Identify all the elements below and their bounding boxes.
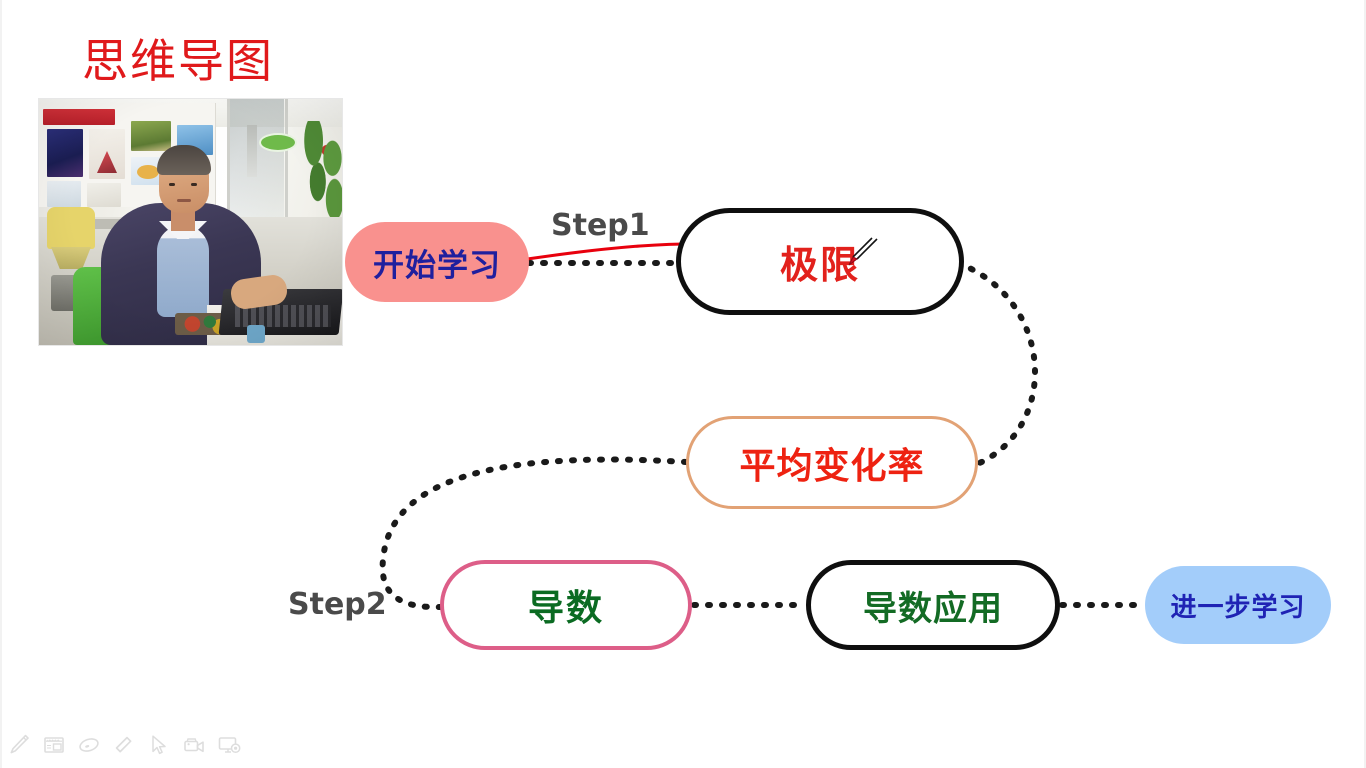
video-vignette <box>39 99 342 345</box>
video-green-sign <box>261 135 295 150</box>
step2-label: Step2 <box>288 587 387 622</box>
video-person-eye <box>191 183 197 186</box>
cursor-icon[interactable] <box>146 732 172 758</box>
video-person-sweater <box>157 225 209 317</box>
video-poster <box>131 121 171 151</box>
pen-icon[interactable] <box>6 732 32 758</box>
mindmap-node-average-rate-of-change[interactable]: 平均变化率 <box>686 416 978 509</box>
video-yellow-chair <box>47 207 95 249</box>
screen-record-icon[interactable] <box>216 732 242 758</box>
step1-label: Step1 <box>551 208 650 243</box>
mindmap-node-start[interactable]: 开始学习 <box>345 222 529 302</box>
video-poster <box>87 183 121 207</box>
video-person-hair <box>157 145 211 175</box>
video-mousepad <box>175 313 233 335</box>
video-poster-banner <box>43 109 115 125</box>
mindmap-node-derivative[interactable]: 导数 <box>440 560 692 650</box>
video-person-mouth <box>177 199 191 202</box>
video-poster <box>89 129 125 179</box>
video-plant <box>301 121 342 219</box>
mindmap-node-further-study[interactable]: 进一步学习 <box>1145 566 1331 644</box>
whiteboard-icon[interactable] <box>41 732 67 758</box>
video-person-neck <box>171 209 195 231</box>
video-poster <box>47 181 81 207</box>
video-person-eye <box>169 183 175 186</box>
video-trash-bin <box>51 275 77 311</box>
eraser-icon[interactable] <box>111 732 137 758</box>
video-window-glass <box>230 99 284 227</box>
mindmap-node-derivative-application[interactable]: 导数应用 <box>806 560 1060 650</box>
video-cup <box>247 325 265 343</box>
ellipse-icon[interactable] <box>76 732 102 758</box>
page-title: 思维导图 <box>82 34 274 88</box>
video-window-frame <box>285 99 288 229</box>
connector-limit-to-avgrate <box>955 260 1038 468</box>
mindmap-node-limit[interactable]: 极限 <box>676 208 964 315</box>
video-window-frame <box>227 99 230 249</box>
video-poster <box>47 129 83 177</box>
annotation-toolbar[interactable] <box>6 728 242 762</box>
page-edge-left <box>0 0 2 768</box>
video-laptop-keyboard <box>235 305 331 327</box>
video-camera-icon[interactable] <box>181 732 207 758</box>
page-edge-right <box>1364 0 1366 768</box>
video-pillar <box>247 125 257 177</box>
presenter-video-feed[interactable] <box>39 99 342 345</box>
